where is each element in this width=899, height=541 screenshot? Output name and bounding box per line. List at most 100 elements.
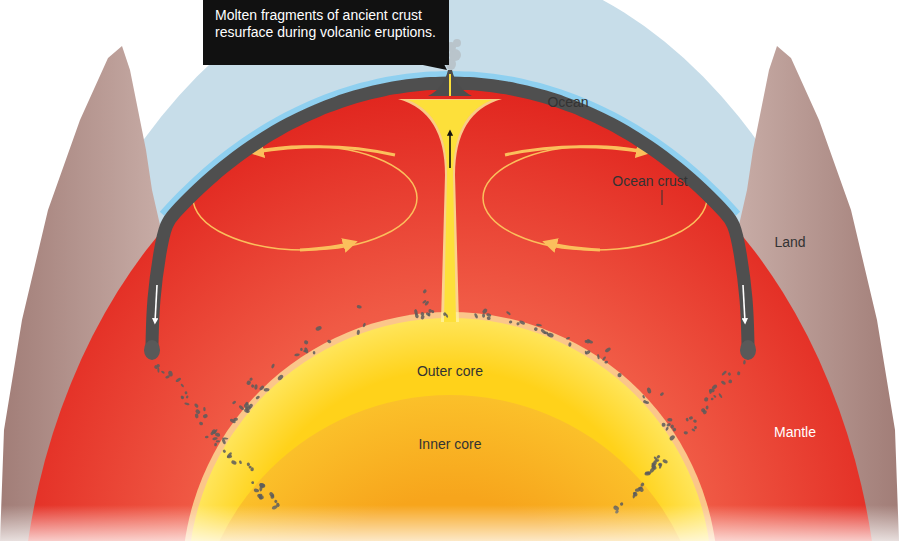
crust-fragments [153,289,746,514]
crust-fragment [239,460,243,464]
crust-fragment [509,320,513,324]
crust-fragment [246,462,250,467]
crust-fragment [221,438,226,445]
crust-fragment [547,332,554,338]
crust-fragment [248,403,254,409]
crust-fragment [651,463,656,469]
crust-fragment [210,431,215,436]
crust-fragment [533,327,538,332]
plume-glow [398,99,502,322]
crust-fragment [300,348,303,351]
crust-slab [152,83,748,345]
crust-fragment [184,402,190,406]
crust-fragment [199,421,204,425]
crust-fragment [362,322,366,327]
crust-fragment [645,471,652,475]
crust-fragment [233,417,238,421]
magma-plume [408,100,492,322]
crust-fragment [642,395,646,399]
crust-fragment [602,356,607,361]
crust-fragment [659,392,664,397]
crust-fragment [231,460,238,466]
crust-fragment [617,373,622,378]
crust-fragment [356,329,360,335]
crust-fragment [658,462,663,467]
crust-fragment [684,431,689,435]
crust-fragment [181,396,185,400]
crust-fragment [259,495,264,499]
crust-fragment [721,370,727,376]
crust-fragment [238,405,245,411]
region-label: Ocean [547,94,588,111]
crust-fragment [728,379,732,383]
crust-fragment [268,491,275,498]
callout-text: Molten fragments of ancient crust resurf… [215,7,437,41]
crust-fragment [175,377,182,383]
crust-fragment [253,488,259,493]
crust-fragment [672,427,677,432]
crust-fragment [222,449,226,453]
crust-fragment [566,336,571,340]
crust-fragment [640,482,645,487]
crust-fragment [327,339,332,344]
crust-fragment [587,339,594,344]
crust-fragment [597,354,600,360]
crust-fragment [646,387,651,394]
crust-fragment [662,459,668,465]
crust-fragment [656,454,661,459]
crust-fragment [420,311,425,316]
flow-arrow [255,147,395,155]
crust-fragment [658,463,662,467]
crust-fragment [254,384,258,390]
part-label: Ocean crust [612,173,687,190]
flow-arrow [548,243,600,250]
fade-band [0,505,899,541]
volcano-vent [449,74,451,96]
crust-fragment [424,300,430,306]
region-label: Land [774,234,805,251]
crust-fragment [251,384,255,388]
slab-tip [740,340,756,360]
part-label: Mantle [774,424,816,441]
crust-fragment [718,393,723,399]
leader-line [662,190,663,205]
crust-fragment [249,377,253,381]
crust-fragment [486,316,491,320]
crust-fragment [203,407,206,412]
crust-fragment [304,347,309,354]
crust-fragment [205,435,209,438]
crust-fragment [519,320,526,326]
crust-fragment [536,324,542,327]
crust-fragment [414,313,419,319]
crust-fragment [693,419,698,424]
crust-fragment [294,353,300,356]
crust-fragment [709,389,715,393]
crust-fragment [651,464,658,471]
crust-fragment [315,325,322,331]
crust-fragment [194,403,199,409]
crust-fragment [165,375,170,379]
crust-fragment [585,350,591,356]
crust-fragment [689,416,694,420]
sink-arrow [155,285,157,322]
crust-fragment [161,370,165,374]
crust-fragment [727,372,731,376]
flow-arrow [300,243,352,250]
crust-fragment [259,482,266,487]
crust-fragment [313,351,316,354]
crust-fragment [251,481,255,485]
crust-fragment [245,401,250,406]
crust-fragment [232,400,237,405]
crust-fragment [702,409,708,415]
volcano [428,70,472,96]
crust-fragment [632,492,636,498]
crust-fragment [180,383,184,387]
sink-arrow [743,285,745,322]
crust-fragment [194,413,199,419]
crust-fragment [264,388,270,392]
crust-fragment [665,426,669,431]
crust-fragment [425,312,430,317]
crust-fragment [216,440,220,442]
